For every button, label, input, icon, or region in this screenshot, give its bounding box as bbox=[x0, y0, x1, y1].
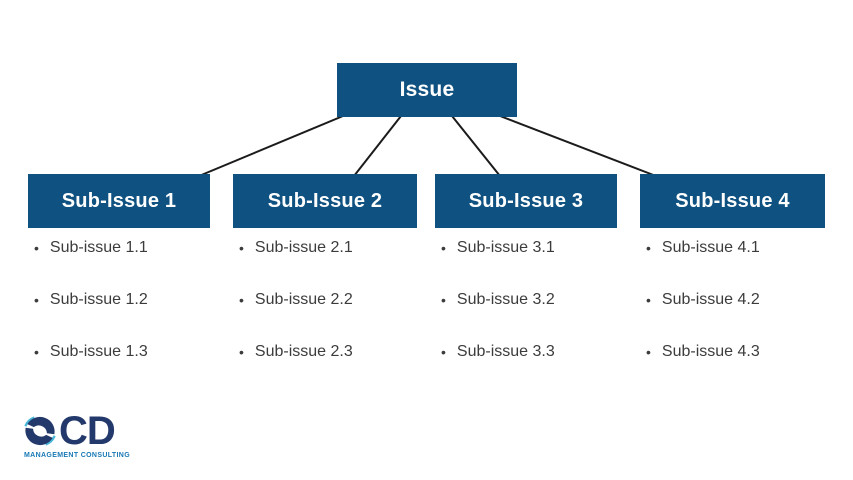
sub-issue-1-header: Sub-Issue 1 bbox=[28, 174, 210, 228]
logo-tagline: MANAGEMENT CONSULTING bbox=[24, 452, 130, 459]
list-item-label: Sub-issue 4.3 bbox=[661, 343, 760, 360]
list-item: • Sub-issue 4.2 bbox=[640, 290, 825, 310]
root-issue-label: Issue bbox=[399, 78, 455, 101]
list-item-label: Sub-issue 3.2 bbox=[456, 291, 555, 308]
bullet-icon: • bbox=[646, 292, 651, 308]
bullet-icon: • bbox=[239, 240, 244, 256]
list-item-label: Sub-issue 3.3 bbox=[456, 343, 555, 360]
sub-issue-3-list: • Sub-issue 3.1 • Sub-issue 3.2 • Sub-issue… bbox=[435, 238, 617, 394]
list-item: • Sub-issue 3.1 bbox=[435, 238, 617, 258]
list-item-label: Sub-issue 4.2 bbox=[661, 291, 760, 308]
list-item: • Sub-issue 1.3 bbox=[28, 342, 210, 362]
list-item-label: Sub-issue 2.1 bbox=[254, 239, 353, 256]
bullet-icon: • bbox=[441, 240, 446, 256]
sub-issue-4-header: Sub-Issue 4 bbox=[640, 174, 825, 228]
list-item-label: Sub-issue 1.3 bbox=[49, 343, 148, 360]
list-item-label: Sub-issue 2.3 bbox=[254, 343, 353, 360]
list-item-label: Sub-issue 3.1 bbox=[456, 239, 555, 256]
list-item: • Sub-issue 4.1 bbox=[640, 238, 825, 258]
list-item: • Sub-issue 3.2 bbox=[435, 290, 617, 310]
list-item-label: Sub-issue 2.2 bbox=[254, 291, 353, 308]
bullet-icon: • bbox=[441, 292, 446, 308]
sub-issue-2-header: Sub-Issue 2 bbox=[233, 174, 417, 228]
bullet-icon: • bbox=[646, 240, 651, 256]
sub-issue-4-list: • Sub-issue 4.1 • Sub-issue 4.2 • Sub-issue… bbox=[640, 238, 825, 394]
list-item: • Sub-issue 1.2 bbox=[28, 290, 210, 310]
bullet-icon: • bbox=[441, 344, 446, 360]
logo-letters: CD bbox=[59, 409, 116, 453]
root-issue-box: Issue bbox=[337, 63, 517, 117]
sub-issue-2-list: • Sub-issue 2.1 • Sub-issue 2.2 • Sub-issue… bbox=[233, 238, 417, 394]
list-item: • Sub-issue 2.2 bbox=[233, 290, 417, 310]
bullet-icon: • bbox=[239, 292, 244, 308]
list-item-label: Sub-issue 1.2 bbox=[49, 291, 148, 308]
list-item: • Sub-issue 4.3 bbox=[640, 342, 825, 362]
bullet-icon: • bbox=[34, 292, 39, 308]
company-logo: CD MANAGEMENT CONSULTING bbox=[22, 409, 130, 459]
bullet-icon: • bbox=[239, 344, 244, 360]
sub-issue-1-list: • Sub-issue 1.1 • Sub-issue 1.2 • Sub-issue… bbox=[28, 238, 210, 394]
bullet-icon: • bbox=[646, 344, 651, 360]
sub-issue-3-header: Sub-Issue 3 bbox=[435, 174, 617, 228]
bullet-icon: • bbox=[34, 344, 39, 360]
sub-issue-2-label: Sub-Issue 2 bbox=[267, 189, 383, 212]
list-item-label: Sub-issue 4.1 bbox=[661, 239, 760, 256]
sub-issue-4-label: Sub-Issue 4 bbox=[675, 189, 790, 212]
list-item: • Sub-issue 1.1 bbox=[28, 238, 210, 258]
list-item: • Sub-issue 2.1 bbox=[233, 238, 417, 258]
list-item: • Sub-issue 2.3 bbox=[233, 342, 417, 362]
swirl-s-mark-icon bbox=[24, 416, 56, 446]
sub-issue-3-label: Sub-Issue 3 bbox=[468, 189, 584, 212]
bullet-icon: • bbox=[34, 240, 39, 256]
sub-issue-1-label: Sub-Issue 1 bbox=[61, 189, 177, 212]
list-item: • Sub-issue 3.3 bbox=[435, 342, 617, 362]
list-item-label: Sub-issue 1.1 bbox=[49, 239, 148, 256]
